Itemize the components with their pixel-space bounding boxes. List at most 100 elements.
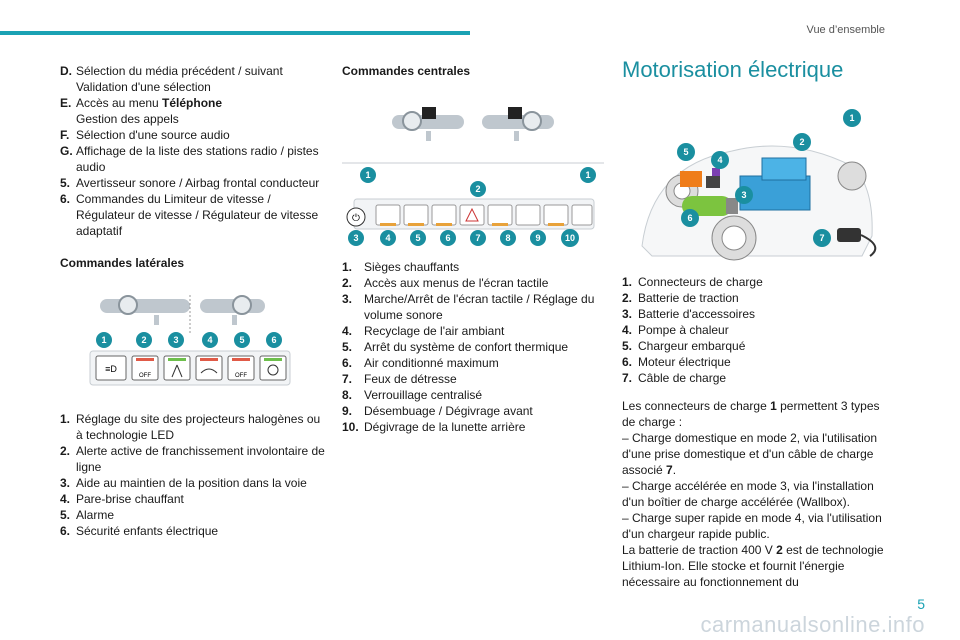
svg-text:6: 6 (271, 335, 276, 345)
svg-text:1: 1 (365, 170, 370, 180)
svg-text:1: 1 (101, 335, 106, 345)
svg-text:7: 7 (475, 233, 480, 243)
list-item: 5.Arrêt du système de confort thermique (342, 340, 569, 354)
list-item: 4.Recyclage de l'air ambiant (342, 324, 505, 338)
badge: 7 (470, 230, 486, 246)
svg-text:3: 3 (353, 233, 358, 243)
svg-text:4: 4 (717, 155, 722, 165)
svg-text:3: 3 (741, 190, 746, 200)
electric-motor-illustration: 1 2 3 4 5 6 7 (641, 109, 877, 261)
lane-departure-icon: OFF (131, 355, 159, 381)
section-header: Vue d’ensemble (806, 24, 885, 36)
badge: 5 (677, 143, 695, 161)
lateral-controls-illustration: 1 2 3 4 5 6 ≡D OFF OFF (89, 295, 291, 386)
cable-icon (837, 228, 877, 257)
svg-text:9: 9 (535, 233, 540, 243)
list-item: D.Sélection du média précédent / suivant… (60, 64, 283, 94)
badge: 10 (561, 229, 579, 247)
list-item: 3.Batterie d'accessoires (622, 307, 756, 321)
badge: 6 (440, 230, 456, 246)
badge: 2 (470, 181, 486, 197)
charging-paragraph: Les connecteurs de charge 1 permettent 3… (622, 399, 884, 589)
list-item: 6.Sécurité enfants électrique (60, 524, 219, 538)
list-item: 5.Avertisseur sonore / Airbag frontal co… (60, 176, 320, 190)
badge: 4 (711, 151, 729, 169)
list-item: 1.Connecteurs de charge (622, 275, 763, 289)
badge: 3 (348, 230, 364, 246)
badge: 5 (410, 230, 426, 246)
badge: 3 (735, 186, 753, 204)
list-item: 1.Réglage du site des projecteurs halogè… (60, 412, 321, 442)
badge: 2 (793, 133, 811, 151)
svg-text:6: 6 (687, 213, 692, 223)
svg-text:10: 10 (565, 233, 575, 243)
list-item: 6.Commandes du Limiteur de vitesse / Rég… (60, 192, 319, 238)
svg-text:1: 1 (849, 113, 854, 123)
badge: 4 (202, 332, 218, 348)
wheel-icon (711, 215, 757, 261)
section-title-centrales: Commandes centrales (342, 64, 471, 78)
steering-wheel-icon (100, 295, 190, 325)
badge: 8 (500, 230, 516, 246)
badge: 1 (96, 332, 112, 348)
svg-text:6: 6 (445, 233, 450, 243)
badge: 1 (580, 167, 596, 183)
badge: 6 (266, 332, 282, 348)
svg-text:OFF: OFF (139, 373, 151, 379)
list-item: 7.Feux de détresse (342, 372, 457, 386)
alarm-icon: OFF (227, 355, 255, 381)
column-right: Motorisation électrique 1 2 3 4 5 6 7 1.… (622, 56, 890, 590)
headlamp-adjust-icon: ≡D (95, 355, 127, 381)
svg-text:3: 3 (173, 335, 178, 345)
power-button-icon: ⏻ (346, 207, 366, 227)
list-item: 5.Chargeur embarqué (622, 339, 746, 353)
badge: 6 (681, 209, 699, 227)
list-item: 4.Pare-brise chauffant (60, 492, 184, 506)
svg-text:2: 2 (799, 137, 804, 147)
list-item: 6.Moteur électrique (622, 355, 731, 369)
column-middle: Commandes centrales 1 2 1 ⏻ (342, 63, 610, 435)
list-item: 3.Marche/Arrêt de l'écran tactile / Régl… (342, 292, 595, 322)
list-item: 6.Air conditionné maximum (342, 356, 499, 370)
svg-text:7: 7 (819, 233, 824, 243)
badge: 5 (234, 332, 250, 348)
list-item: 2.Batterie de traction (622, 291, 739, 305)
svg-text:2: 2 (475, 184, 480, 194)
svg-text:4: 4 (385, 233, 390, 243)
steering-wheel-icon (482, 107, 554, 141)
steering-wheel-icon (200, 295, 265, 325)
central-controls-illustration: 1 2 1 ⏻ 3 4 5 6 7 8 9 10 (342, 107, 604, 247)
list-item: G.Affichage de la liste des stations rad… (60, 144, 319, 174)
list-item: 9.Désembuage / Dégivrage avant (342, 404, 533, 418)
svg-text:5: 5 (683, 147, 688, 157)
page-title: Motorisation électrique (622, 57, 844, 82)
svg-text:8: 8 (505, 233, 510, 243)
badge: 3 (168, 332, 184, 348)
battery-icon (739, 157, 811, 211)
steering-wheel-icon (392, 107, 464, 141)
list-item: F.Sélection d'une source audio (60, 128, 230, 142)
section-title-laterales: Commandes latérales (60, 256, 185, 270)
badge: 1 (843, 109, 861, 127)
badge: 7 (813, 229, 831, 247)
child-lock-icon (259, 355, 287, 381)
list-item: 10.Dégivrage de la lunette arrière (342, 420, 526, 434)
badge: 1 (360, 167, 376, 183)
wheel-icon (837, 161, 867, 191)
list-item: 3.Aide au maintien de la position dans l… (60, 476, 307, 490)
svg-text:4: 4 (207, 335, 212, 345)
svg-text:5: 5 (239, 335, 244, 345)
list-item: 4.Pompe à chaleur (622, 323, 729, 337)
heated-windscreen-icon (195, 355, 223, 381)
list-item: 2.Accès aux menus de l'écran tactile (342, 276, 549, 290)
svg-text:5: 5 (415, 233, 420, 243)
top-accent-bar (0, 31, 470, 35)
svg-text:≡D: ≡D (105, 364, 117, 374)
badge: 2 (136, 332, 152, 348)
lane-keeping-icon (163, 355, 191, 381)
list-item: 5.Alarme (60, 508, 115, 522)
watermark: carmanualsonline.info (700, 612, 925, 637)
list-item: 8.Verrouillage centralisé (342, 388, 483, 402)
svg-text:1: 1 (585, 170, 590, 180)
